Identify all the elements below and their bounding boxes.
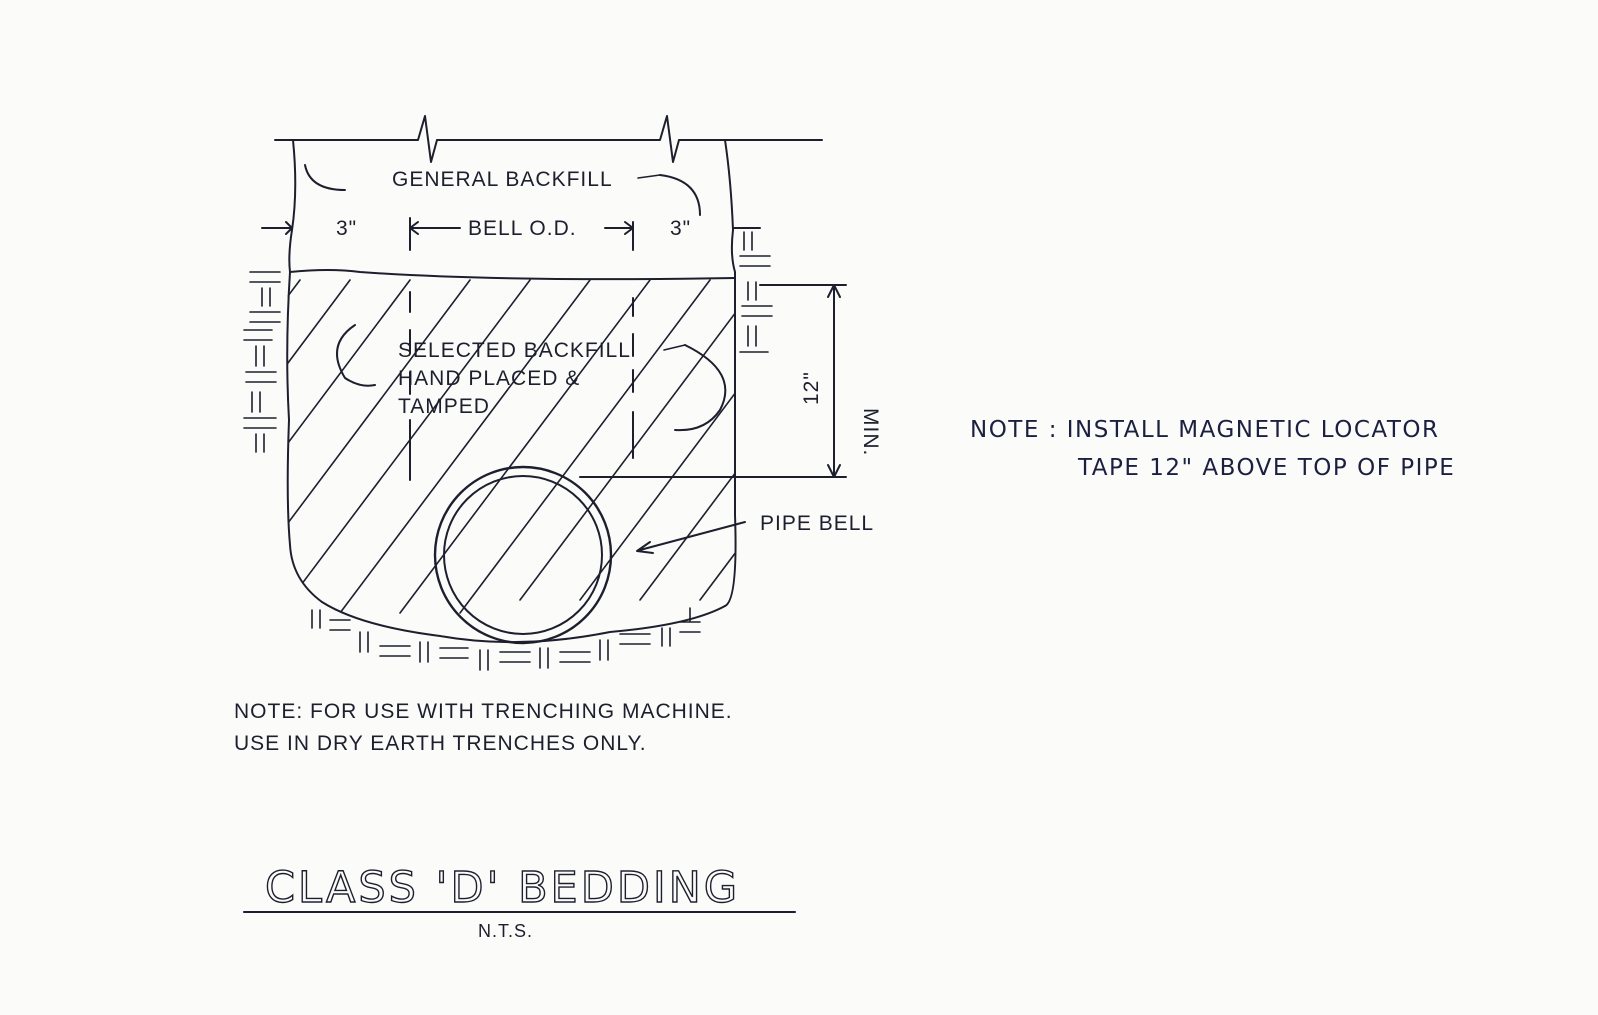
right-clearance-label: 3" (670, 217, 691, 240)
pipe-bell-outer (433, 465, 613, 645)
trench-note-line2: USE IN DRY EARTH TRENCHES ONLY. (234, 732, 647, 755)
selected-backfill-label-line1: SELECTED BACKFILL (398, 339, 631, 362)
cover-min-label: MIN. (859, 408, 882, 456)
backfill-curl-3 (336, 324, 376, 387)
bell-od-label: BELL O.D. (468, 217, 577, 240)
selected-backfill-hatch (287, 279, 736, 614)
detail-title: CLASS 'D' BEDDING (265, 863, 740, 913)
selected-backfill-leader (663, 344, 686, 351)
undisturbed-earth-right (739, 231, 773, 353)
detail-scale: N.T.S. (478, 921, 533, 941)
trench-bottom-line (321, 601, 726, 644)
trench-wall-right (724, 139, 737, 607)
magnetic-tape-note-line2: TAPE 12" ABOVE TOP OF PIPE (1077, 455, 1455, 481)
backfill-curl-4 (674, 344, 727, 432)
clearance-dimension-left (261, 221, 293, 235)
selected-backfill-top-line (289, 269, 736, 281)
ground-surface-line (274, 115, 823, 163)
left-clearance-label: 3" (336, 217, 357, 240)
undisturbed-earth-bottom (311, 607, 701, 671)
selected-backfill-label-line2: HAND PLACED & (398, 367, 580, 390)
bell-od-dimension-line (409, 221, 634, 235)
cover-depth-label: 12" (800, 371, 823, 405)
pipe-bell-label: PIPE BELL (760, 512, 874, 535)
backfill-curl-2 (659, 174, 701, 216)
pipe-bell-leader (636, 521, 746, 554)
trench-note-line1: NOTE: FOR USE WITH TRENCHING MACHINE. (234, 700, 733, 723)
magnetic-tape-note-line1: NOTE : INSTALL MAGNETIC LOCATOR (970, 417, 1439, 443)
selected-backfill-label-line3: TAMPED (398, 395, 490, 418)
pipe-bell-inner (443, 475, 603, 635)
general-backfill-leader (637, 174, 661, 179)
undisturbed-earth-left (243, 271, 281, 453)
trench-wall-left (286, 139, 323, 603)
general-backfill-label: GENERAL BACKFILL (392, 168, 613, 191)
backfill-curl-1 (304, 164, 346, 191)
cover-depth-dimension (579, 284, 847, 478)
